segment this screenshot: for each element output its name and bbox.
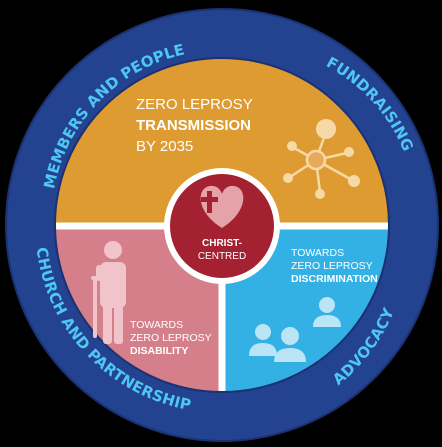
inner-disc-border [54, 57, 390, 393]
center-line1: CHRIST- [202, 238, 242, 249]
right-segment-line1: TOWARDS [291, 247, 344, 259]
right-segment-line3: DISCRIMINATION [291, 273, 378, 285]
top-segment-line2: TRANSMISSION [136, 117, 251, 134]
network-nodes-icon [283, 119, 360, 199]
person-with-crutch-icon [91, 241, 126, 344]
right-segment-line2: ZERO LEPROSY [291, 260, 373, 272]
people-group-icon [249, 297, 341, 362]
center-line2: CENTRED [198, 251, 246, 262]
top-segment-line1: ZERO LEPROSY [136, 96, 253, 113]
left-segment-line3: DISABILITY [130, 345, 188, 357]
top-segment-line3: BY 2035 [136, 138, 193, 155]
heart-cross-icon [200, 185, 244, 228]
left-segment-line1: TOWARDS [130, 319, 183, 331]
left-segment-line2: ZERO LEPROSY [130, 332, 212, 344]
